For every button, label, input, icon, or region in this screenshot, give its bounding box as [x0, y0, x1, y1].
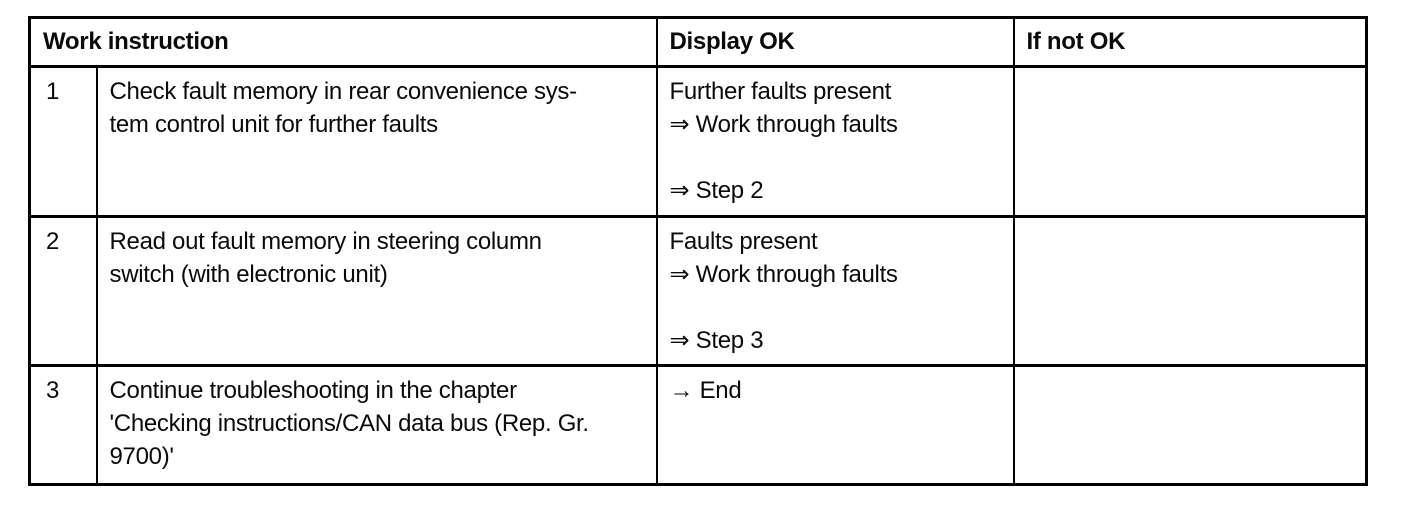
text-line: ⇒ Work through faults — [669, 111, 898, 138]
text-line: ⇒ Work through faults — [669, 261, 898, 288]
step-number-cell: 2 — [28, 215, 98, 367]
text-line: tem control unit for further faults — [109, 111, 439, 138]
header-row: Work instruction Display OK If not OK — [28, 16, 1368, 68]
table-row: 1 Check fault memory in rear convenience… — [28, 65, 1368, 218]
table-row: 3 Continue troubleshooting in the chapte… — [28, 364, 1368, 486]
step-number: 3 — [46, 377, 60, 404]
if-not-ok-cell — [1012, 364, 1368, 486]
text-line — [670, 291, 1005, 324]
text-line — [670, 141, 1005, 174]
text-line — [1027, 374, 1358, 407]
work-instruction-table: Work instruction Display OK If not OK 1 … — [28, 16, 1368, 486]
instruction-cell: Check fault memory in rear convenience s… — [95, 65, 658, 218]
text-line: → End — [669, 377, 742, 404]
header-if-not-ok: If not OK — [1012, 16, 1368, 68]
text-line: Read out fault memory in steering column — [109, 228, 543, 255]
instruction-cell: Continue troubleshooting in the chapter … — [95, 364, 658, 486]
text-line: Continue troubleshooting in the chapter — [109, 377, 518, 404]
display-ok-cell: Faults present ⇒ Work through faults ⇒ S… — [655, 215, 1015, 367]
text-line — [1027, 75, 1358, 108]
if-not-ok-cell — [1012, 215, 1368, 367]
table-row: 2 Read out fault memory in steering colu… — [28, 215, 1368, 367]
display-ok-cell: Further faults present ⇒ Work through fa… — [655, 65, 1015, 218]
text-line — [1027, 225, 1358, 258]
text-line: 'Checking instructions/CAN data bus (Rep… — [109, 410, 590, 437]
text-line: ⇒ Step 2 — [669, 177, 764, 204]
step-number-cell: 3 — [28, 364, 98, 486]
header-work-instruction: Work instruction — [28, 16, 658, 68]
step-number: 2 — [46, 228, 60, 255]
text-line: Check fault memory in rear convenience s… — [109, 78, 578, 105]
text-line: Faults present — [669, 228, 818, 255]
text-line: ⇒ Step 3 — [669, 327, 764, 354]
if-not-ok-cell — [1012, 65, 1368, 218]
text-line: switch (with electronic unit) — [109, 261, 388, 288]
display-ok-cell: → End — [655, 364, 1015, 486]
instruction-cell: Read out fault memory in steering column… — [95, 215, 658, 367]
text-line: 9700)' — [109, 443, 174, 470]
text-line: Further faults present — [669, 78, 892, 105]
step-number: 1 — [46, 78, 60, 105]
step-number-cell: 1 — [28, 65, 98, 218]
header-display-ok: Display OK — [655, 16, 1015, 68]
